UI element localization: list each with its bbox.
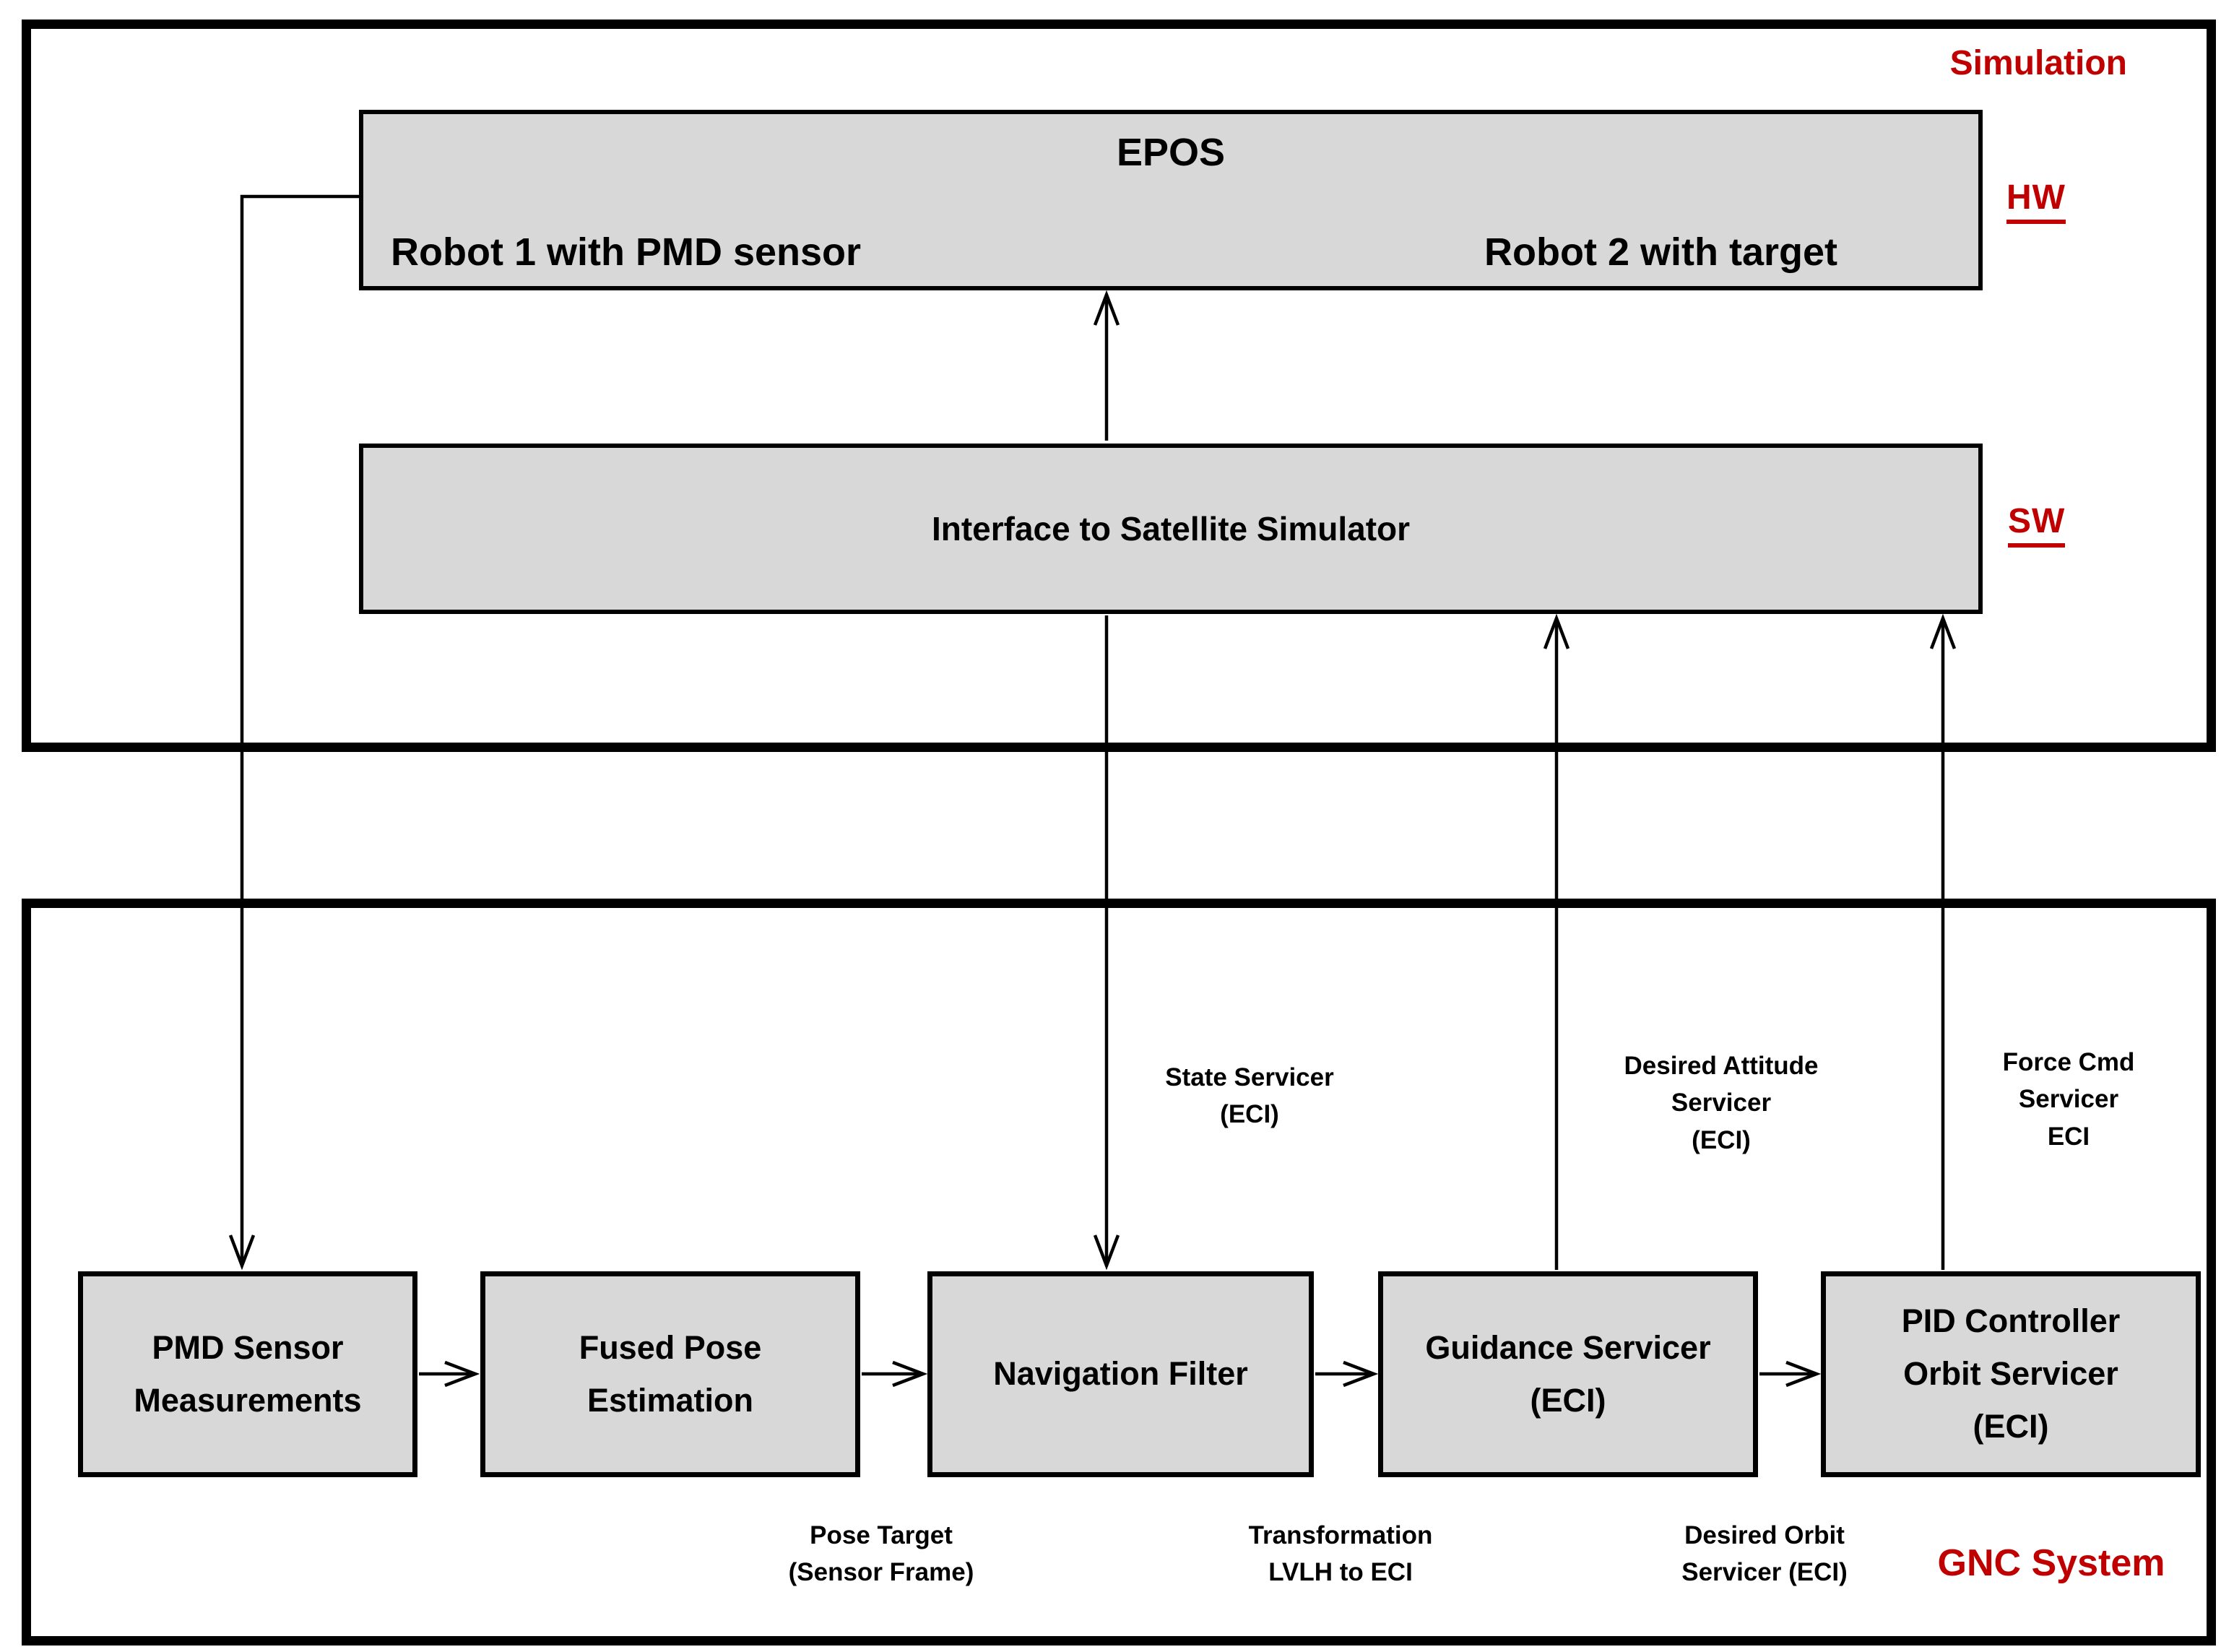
epos-title: EPOS [1116,131,1226,174]
simulation-section-label: Simulation [1949,44,2127,82]
arrow-interface-to-navigation-filter [1093,615,1120,1271]
sw-label: SW [2008,501,2066,548]
arrow-epos-to-pmd-sensor [228,194,359,1271]
arrow-guidance-to-pid [1759,1360,1822,1388]
arrow-pid-to-interface [1929,613,1957,1270]
pid-controller-orbit-servicer-box: PID Controller Orbit Servicer (ECI) [1821,1271,2201,1477]
force-cmd-servicer-label: Force Cmd Servicer ECI [2002,1048,2135,1151]
navigation-filter-box: Navigation Filter [927,1271,1314,1477]
guidance-servicer-box: Guidance Servicer (ECI) [1378,1271,1758,1477]
arrow-fused-to-navigation [862,1360,928,1388]
arrow-guidance-to-interface [1543,613,1570,1270]
gnc-section-frame [22,899,2216,1645]
pmd-sensor-measurements-box: PMD Sensor Measurements [78,1271,417,1477]
satellite-simulator-interface-box: Interface to Satellite Simulator [359,444,1983,614]
arrow-pmd-to-fused [419,1360,480,1388]
arrow-navigation-to-guidance [1315,1360,1379,1388]
desired-attitude-servicer-label: Desired Attitude Servicer (ECI) [1624,1052,1819,1154]
simulation-section-frame [22,20,2216,752]
gnc-section-label: GNC System [1937,1542,2165,1584]
robot2-target-label: Robot 2 with target [1484,230,1837,274]
interface-box-title: Interface to Satellite Simulator [931,510,1411,548]
robot1-pmd-sensor-label: Robot 1 with PMD sensor [391,230,862,274]
state-servicer-label: State Servicer (ECI) [1165,1063,1334,1129]
fused-pose-estimation-box: Fused Pose Estimation [480,1271,860,1477]
epos-robot-labels: Robot 1 with PMD sensor Robot 2 with tar… [363,230,1978,274]
hw-label: HW [2006,178,2066,224]
desired-orbit-servicer-label: Desired Orbit Servicer (ECI) [1681,1521,1848,1587]
pose-target-label: Pose Target (Sensor Frame) [788,1521,974,1587]
epos-box: EPOS Robot 1 with PMD sensor Robot 2 wit… [359,110,1983,290]
arrow-interface-to-epos [1093,290,1120,441]
transformation-lvlh-eci-label: Transformation LVLH to ECI [1248,1521,1433,1587]
